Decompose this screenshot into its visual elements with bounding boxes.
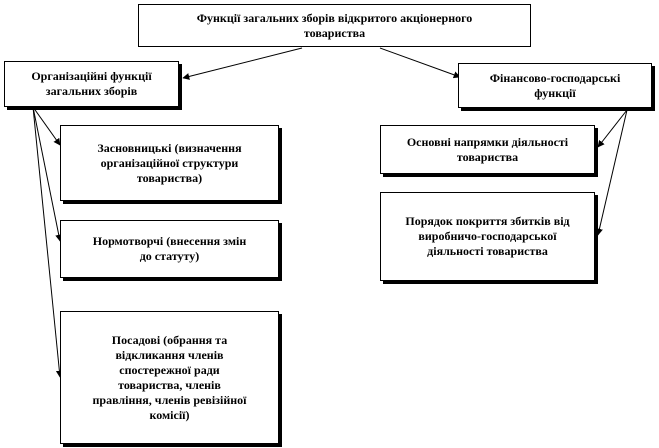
business-directions-label: Основні напрямки діяльності товариства — [406, 134, 569, 164]
arrow-left-to-founding — [32, 106, 61, 146]
founding-functions-label: Засновницькі (визначення організаційної … — [97, 140, 242, 185]
root-label: Функції загальних зборів відкритого акці… — [196, 10, 473, 40]
appointment-functions-box: Посадові (обрання та відкликання членів … — [60, 311, 279, 444]
rulemaking-functions-box: Нормотворчі (внесення змін до статуту) — [60, 220, 279, 278]
right-branch-label: Фінансово-господарські функції — [489, 70, 621, 100]
left-branch-box: Організаційні функції загальних зборів — [4, 61, 179, 107]
arrow-left-to-appointments — [32, 106, 63, 378]
arrow-right-to-directions — [597, 109, 628, 148]
arrow-root-to-left — [182, 47, 303, 80]
appointment-functions-label: Посадові (обрання та відкликання членів … — [92, 332, 247, 422]
right-branch-box: Фінансово-господарські функції — [458, 63, 652, 108]
loss-coverage-label: Порядок покриття збитків від виробничо-г… — [405, 214, 570, 258]
rulemaking-functions-label: Нормотворчі (внесення змін до статуту) — [92, 234, 247, 263]
left-branch-label: Організаційні функції загальних зборів — [31, 69, 152, 98]
root-box: Функції загальних зборів відкритого акці… — [138, 4, 531, 47]
arrow-right-to-losses — [596, 109, 628, 236]
loss-coverage-box: Порядок покриття збитків від виробничо-г… — [380, 192, 595, 281]
arrow-root-to-right — [379, 47, 461, 79]
arrow-left-to-rulemaking — [32, 106, 63, 242]
founding-functions-box: Засновницькі (визначення організаційної … — [60, 125, 279, 201]
business-directions-box: Основні напрямки діяльності товариства — [380, 125, 595, 174]
